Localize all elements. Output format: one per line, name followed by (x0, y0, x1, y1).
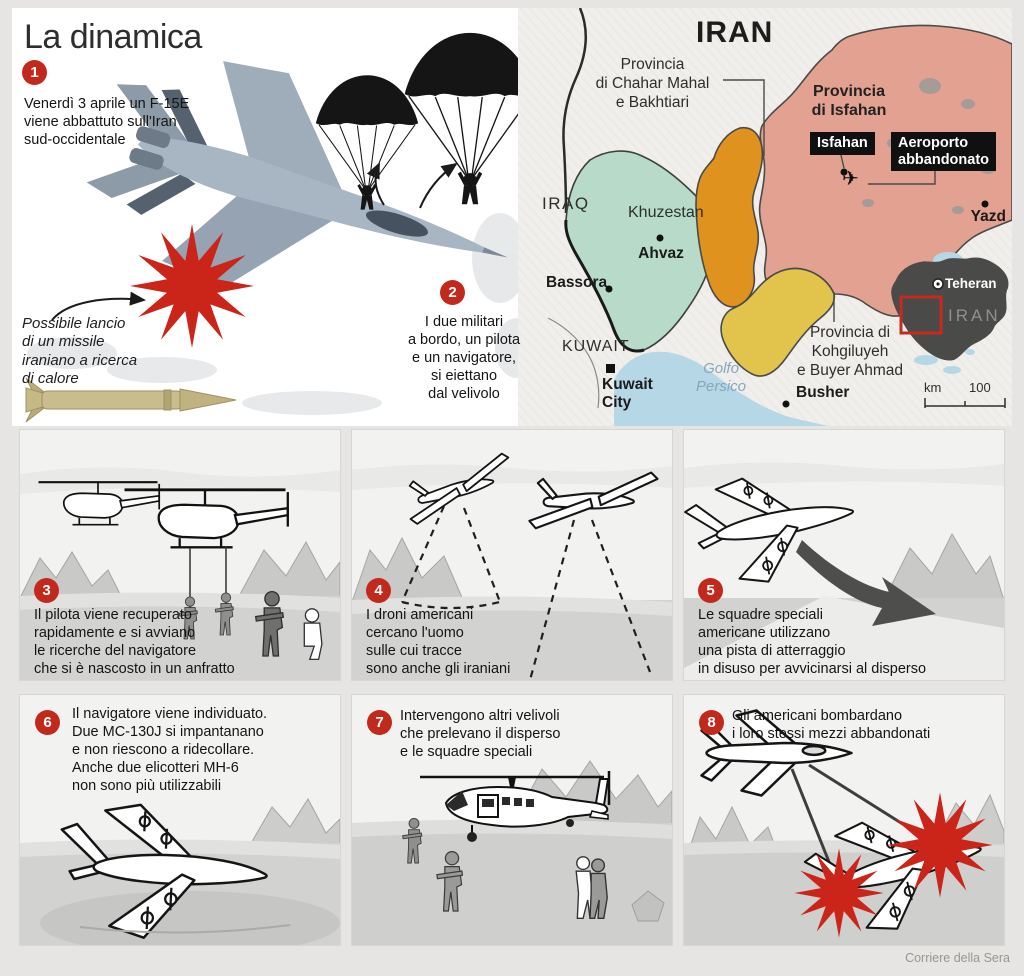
panel-step-4: 4 I droni americani cercano l'uomo sulle… (351, 429, 673, 681)
step-badge-6: 6 (35, 710, 60, 735)
scale-value: 100 (969, 380, 991, 395)
landing-scene (684, 430, 1004, 680)
aerial-terrain (27, 213, 532, 415)
kuwait-city-square (606, 364, 615, 373)
label-abandoned-airport: Aeroporto abbandonato (891, 132, 997, 172)
rescued-pair (575, 856, 608, 919)
label-chahar-mahal: Provincia di Chahar Mahal e Bakhtiari (595, 56, 710, 111)
step-7-text: Intervengono altri velivoli che prelevan… (400, 708, 561, 760)
panel-step-5: 5 Le squadre speciali americane utilizza… (683, 429, 1005, 681)
bassora-dot (605, 285, 613, 293)
scale-unit: km (924, 380, 942, 395)
label-persian-gulf: Golfo Persico (695, 360, 747, 395)
label-isfahan-city: Isfahan (810, 132, 875, 155)
label-iraq: IRAQ (542, 194, 590, 213)
step-number: 3 (42, 582, 51, 599)
step-badge-4: 4 (366, 578, 391, 603)
f15-shootdown-scene (25, 32, 532, 423)
inset-map (891, 252, 1009, 408)
label-teheran: Teheran (945, 276, 997, 291)
region-kohgiluyeh (720, 267, 836, 377)
ejection-arrows (51, 162, 458, 321)
step-number: 1 (30, 64, 39, 81)
panel-step-7: 7 Intervengono altri velivoli che prelev… (351, 694, 673, 946)
label-kuwait: KUWAIT (562, 338, 630, 355)
inset-highlight-rect (899, 295, 943, 335)
step-number: 7 (375, 714, 384, 731)
label-ahvaz: Ahvaz (638, 245, 684, 262)
label-khuzestan: Khuzestan (628, 204, 704, 221)
runway (684, 596, 1004, 680)
label-isfahan-province: Provincia di Isfahan (811, 83, 887, 120)
descent-arrow (796, 540, 936, 626)
step-badge-1: 1 (22, 60, 47, 85)
search-cones (400, 505, 652, 680)
step-badge-3: 3 (34, 578, 59, 603)
missile-illustration (25, 377, 237, 423)
mud-mound (40, 891, 340, 945)
label-yazd: Yazd (970, 208, 1006, 225)
pickup-scene (352, 695, 672, 945)
busher-dot (782, 400, 790, 408)
airplane-icon: ✈ (842, 168, 859, 190)
step-3-text: Il pilota viene recuperato rapidamente e… (34, 607, 235, 677)
isfahan-dot (840, 168, 848, 176)
yazd-dot (981, 200, 989, 208)
step-number: 6 (43, 714, 52, 731)
step-number: 5 (706, 582, 715, 599)
top-section: La dinamica 1 Venerdì 3 aprile un F-15E … (12, 8, 1012, 426)
city-markers (605, 168, 989, 408)
step-2-text: I due militari a bordo, un pilota e un n… (407, 314, 521, 402)
label-kuwait-city: Kuwait City (602, 376, 653, 411)
region-chahar-mahal (695, 126, 764, 308)
step-badge-5: 5 (698, 578, 723, 603)
step-badge-7: 7 (367, 710, 392, 735)
panel-step-3: 3 Il pilota viene recuperato rapidamente… (19, 429, 341, 681)
step-number: 8 (707, 714, 716, 731)
bombing-scene (684, 695, 1004, 945)
source-credit: Corriere della Sera (905, 951, 1010, 965)
rescue-scene (20, 430, 340, 680)
step-badge-2: 2 (440, 280, 465, 305)
map-title-iran: IRAN (696, 16, 774, 49)
ahvaz-dot (656, 234, 664, 242)
label-inset-iran: IRAN (948, 306, 1001, 325)
step-number: 2 (448, 284, 457, 301)
step-4-text: I droni americani cercano l'uomo sulle c… (366, 607, 511, 677)
step-badge-8: 8 (699, 710, 724, 735)
scale-bar (924, 398, 1006, 408)
step-5-text: Le squadre speciali americane utilizzano… (698, 607, 927, 677)
iran-map: IRAN Provincia di Chahar Mahal e Bakhtia… (518, 8, 1012, 426)
panel-step-6: 6 Il navigatore viene individuato. Due M… (19, 694, 341, 946)
missile-caption: Possibile lancio di un missile iraniano … (22, 315, 138, 387)
iraq-border-line (562, 8, 587, 214)
label-bassora: Bassora (546, 274, 608, 291)
step-number: 4 (374, 582, 383, 599)
drones-scene (352, 430, 672, 680)
stuck-plane-scene (20, 695, 340, 945)
map-regions (547, 8, 1012, 426)
khuzestan-west-border (564, 219, 645, 353)
step-8-text: Gli americani bombardano i loro stessi m… (732, 708, 931, 742)
label-kohgiluyeh: Provincia di Kohgiluyeh e Buyer Ahmad (797, 324, 903, 379)
label-busher: Busher (796, 384, 850, 401)
panel-step-8: 8 Gli americani bombardano i loro stessi… (683, 694, 1005, 946)
kuwait-border-line (547, 317, 600, 409)
step-6-text: Il navigatore viene individuato. Due MC-… (72, 706, 268, 794)
step-1-text: Venerdì 3 aprile un F-15E viene abbattut… (24, 96, 190, 148)
page-title: La dinamica (24, 18, 202, 56)
inset-iran-shape (891, 257, 1009, 361)
parachutist-large (404, 32, 532, 205)
rock (631, 890, 665, 922)
